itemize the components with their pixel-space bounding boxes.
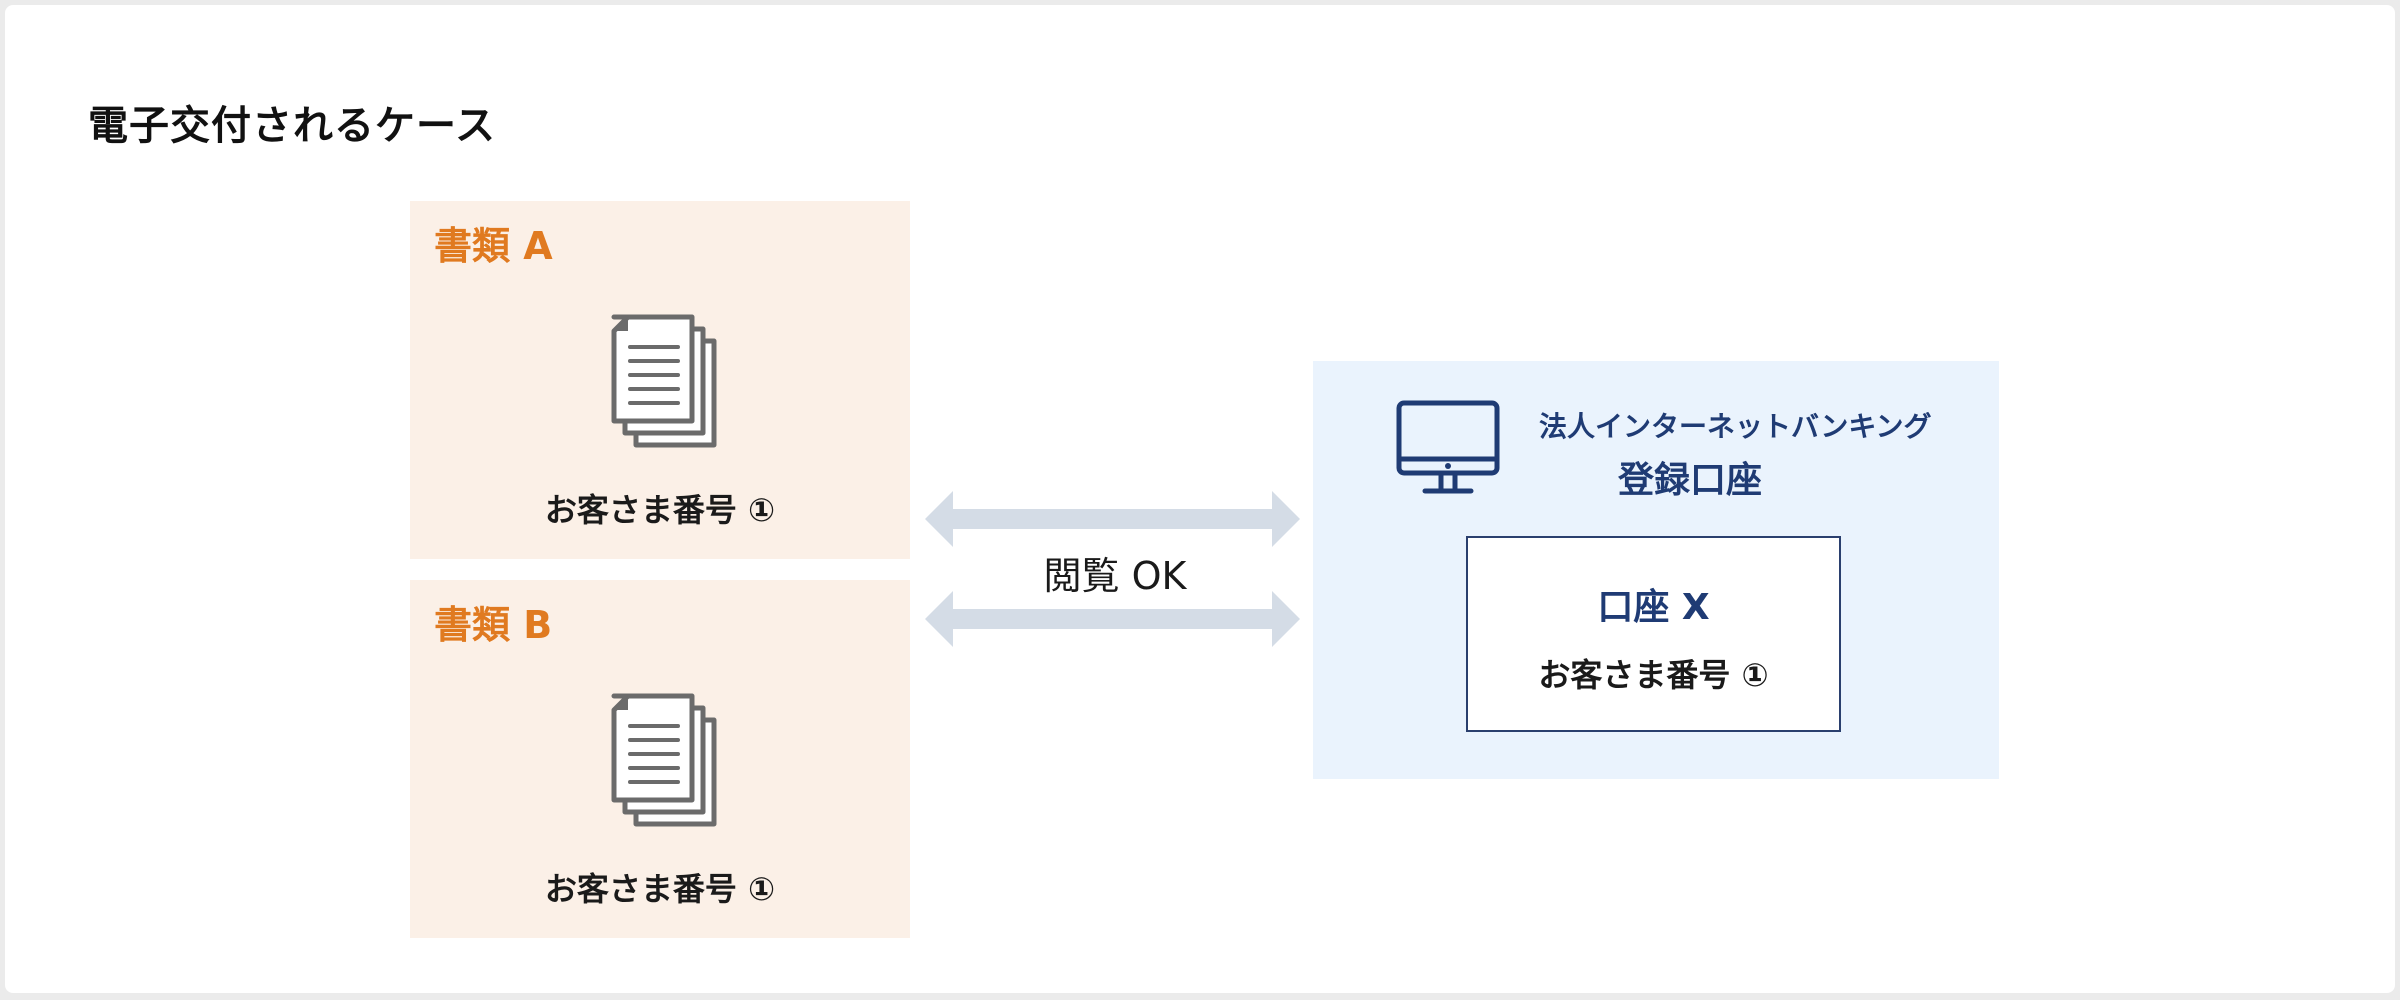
diagram-frame: 電子交付されるケース 書類 A お客さま番号 ① 書類 B <box>5 5 2395 993</box>
documents-icon <box>611 693 717 827</box>
internet-banking-card: 法人インターネットバンキング 登録口座 口座 X お客さま番号 ① <box>1313 361 1999 779</box>
arrow-lower <box>925 591 1300 647</box>
customer-number: お客さま番号 ① <box>1538 656 1769 694</box>
document-card-b: 書類 B お客さま番号 ① <box>410 580 910 938</box>
arrow-upper <box>925 491 1300 547</box>
registered-account-label: 登録口座 <box>1617 460 1762 501</box>
customer-number: お客さま番号 ① <box>544 491 776 529</box>
documents-icon <box>611 314 717 448</box>
bank-service-name: 法人インターネットバンキング <box>1539 410 1932 443</box>
document-title: 書類 A <box>434 224 553 268</box>
view-ok-label: 閲覧 OK <box>1043 554 1187 598</box>
monitor-icon <box>1396 400 1500 494</box>
document-title: 書類 B <box>434 603 553 647</box>
customer-number: お客さま番号 ① <box>544 870 776 908</box>
account-name: 口座 X <box>1597 587 1710 628</box>
account-box: 口座 X お客さま番号 ① <box>1466 536 1841 732</box>
double-arrow-icon <box>925 491 1300 647</box>
page-title: 電子交付されるケース <box>88 103 496 149</box>
document-card-a: 書類 A お客さま番号 ① <box>410 201 910 559</box>
